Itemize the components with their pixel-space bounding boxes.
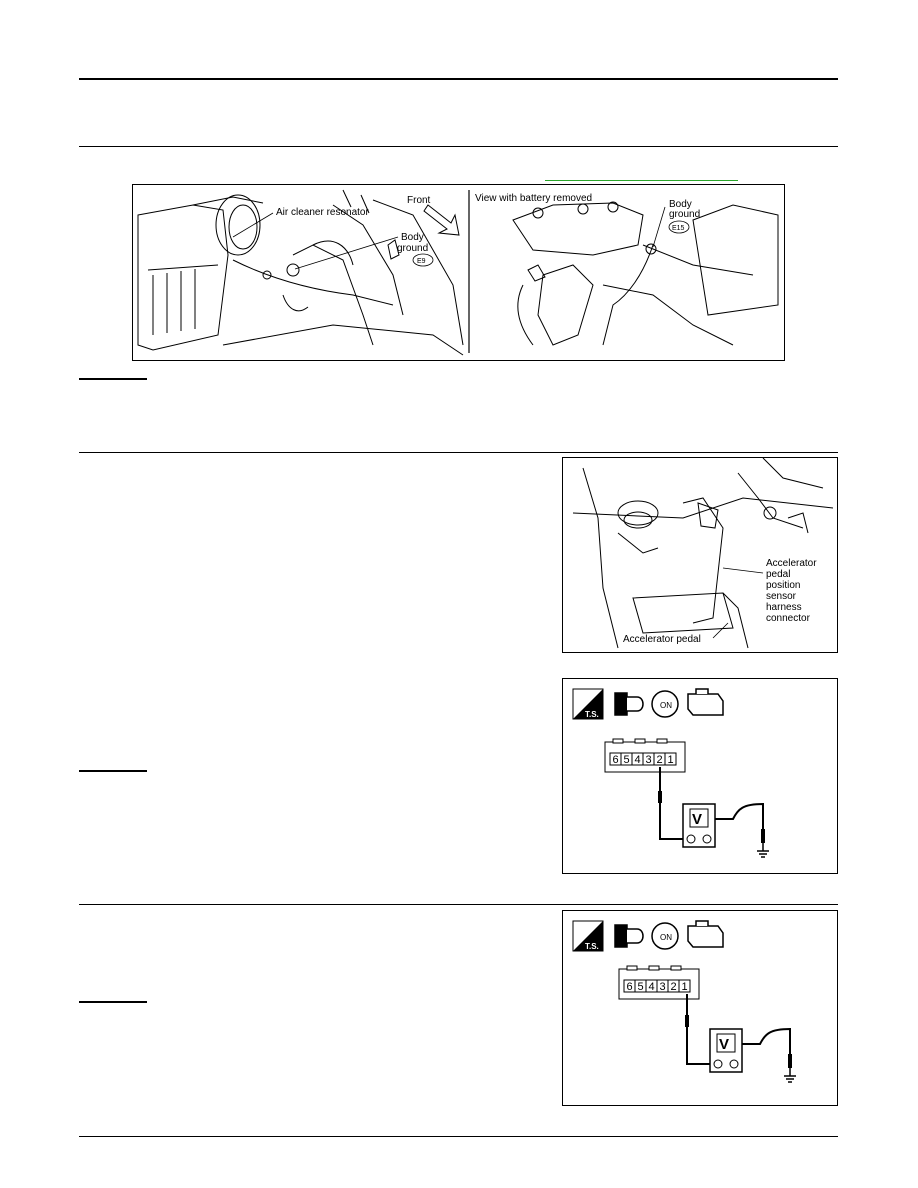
battery-removed-caption: View with battery removed (475, 193, 592, 204)
note-underline-1 (79, 378, 147, 380)
voltmeter-label: V (719, 1036, 729, 1053)
section-rule-2 (79, 452, 838, 453)
engine-icon (687, 688, 724, 716)
connector-pin-number: 3 (646, 754, 652, 766)
connector-pin-cell (664, 752, 677, 766)
ground-location-figure: Air cleaner resonator Front Body ground … (132, 184, 785, 361)
ground-connector-code: E9 (417, 258, 426, 265)
connector-icon (614, 692, 644, 716)
air-cleaner-label: Air cleaner resonator (276, 207, 369, 218)
engine-icon (687, 920, 724, 948)
body-ground-label-line1-right: Body (669, 199, 692, 210)
connector-pin-number: 1 (682, 981, 688, 993)
note-underline-2 (79, 770, 147, 772)
svg-text:ON: ON (660, 701, 672, 710)
ts-icon: T.S. (572, 688, 604, 720)
ts-icon: T.S. (572, 920, 604, 952)
body-ground-label-line2-right: ground (669, 209, 700, 220)
page-header-rule (79, 78, 838, 80)
sensor-connector-label-5: harness (766, 602, 802, 613)
cross-reference-link[interactable] (545, 180, 738, 181)
sensor-connector-label-4: sensor (766, 591, 797, 602)
accelerator-pedal-figure: Accelerator pedal position sensor harnes… (562, 457, 838, 653)
connector-pin-number: 1 (668, 754, 674, 766)
connector-pin-number: 5 (624, 754, 630, 766)
ignition-on-icon: ON (651, 922, 679, 950)
note-underline-3 (79, 1001, 147, 1003)
body-ground-label-line2: ground (397, 243, 428, 254)
accelerator-pedal-label: Accelerator pedal (623, 634, 701, 645)
svg-text:T.S.: T.S. (585, 942, 599, 951)
ground-connector-code-right: E15 (672, 225, 685, 232)
sensor-connector-label-6: connector (766, 613, 811, 624)
voltmeter-label: V (692, 811, 702, 828)
section-rule (79, 146, 838, 147)
section-rule-4 (79, 904, 838, 905)
sensor-connector-label-2: pedal (766, 569, 790, 580)
connector-pin-number: 6 (627, 981, 633, 993)
connector-pin-number: 4 (635, 754, 641, 766)
ignition-on-icon: ON (651, 690, 679, 718)
svg-text:T.S.: T.S. (585, 710, 599, 719)
body-ground-label-line1: Body (401, 232, 424, 243)
sensor-connector-label-1: Accelerator (766, 558, 817, 569)
connector-pin-number: 6 (613, 754, 619, 766)
connector-pin-number: 4 (649, 981, 655, 993)
svg-text:ON: ON (660, 933, 672, 942)
sensor-connector-label-3: position (766, 580, 800, 591)
connector-pin-number: 5 (638, 981, 644, 993)
connector-icon (614, 924, 644, 948)
front-label: Front (407, 195, 431, 206)
connector-pin-number: 2 (671, 981, 677, 993)
page-footer-rule (79, 1136, 838, 1137)
connector-pin-number: 2 (657, 754, 663, 766)
connector-pin-number: 3 (660, 981, 666, 993)
connector-pin-cell (678, 979, 691, 993)
